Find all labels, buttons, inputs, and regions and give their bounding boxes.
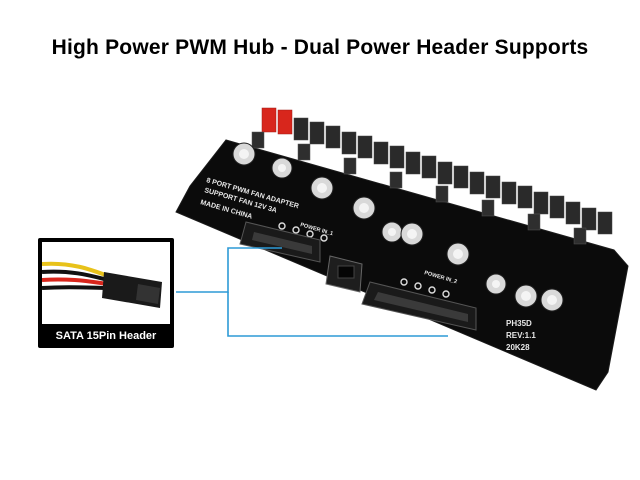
- page-title: High Power PWM Hub - Dual Power Header S…: [51, 36, 589, 59]
- sata-inset: SATA 15Pin Header: [38, 238, 174, 348]
- sata-connector-1: [239, 221, 321, 263]
- solder-pads-1: [278, 222, 328, 242]
- date-code-label: 20K28: [506, 343, 530, 352]
- fan-headers-front-row: [251, 131, 587, 245]
- center-power-connector: [325, 255, 363, 293]
- sata-connector-2: [361, 281, 477, 331]
- sata-cable-photo: [41, 242, 170, 324]
- solder-pads-2: [400, 278, 450, 298]
- callout-lines: [176, 247, 448, 337]
- revision-label: REV:1.1: [506, 331, 536, 340]
- capacitors: [232, 142, 564, 312]
- fan-headers-back-row: [261, 107, 613, 235]
- sata-cable-icon: [41, 261, 162, 308]
- model-label: PH35D: [506, 319, 532, 328]
- inset-caption: SATA 15Pin Header: [55, 330, 157, 342]
